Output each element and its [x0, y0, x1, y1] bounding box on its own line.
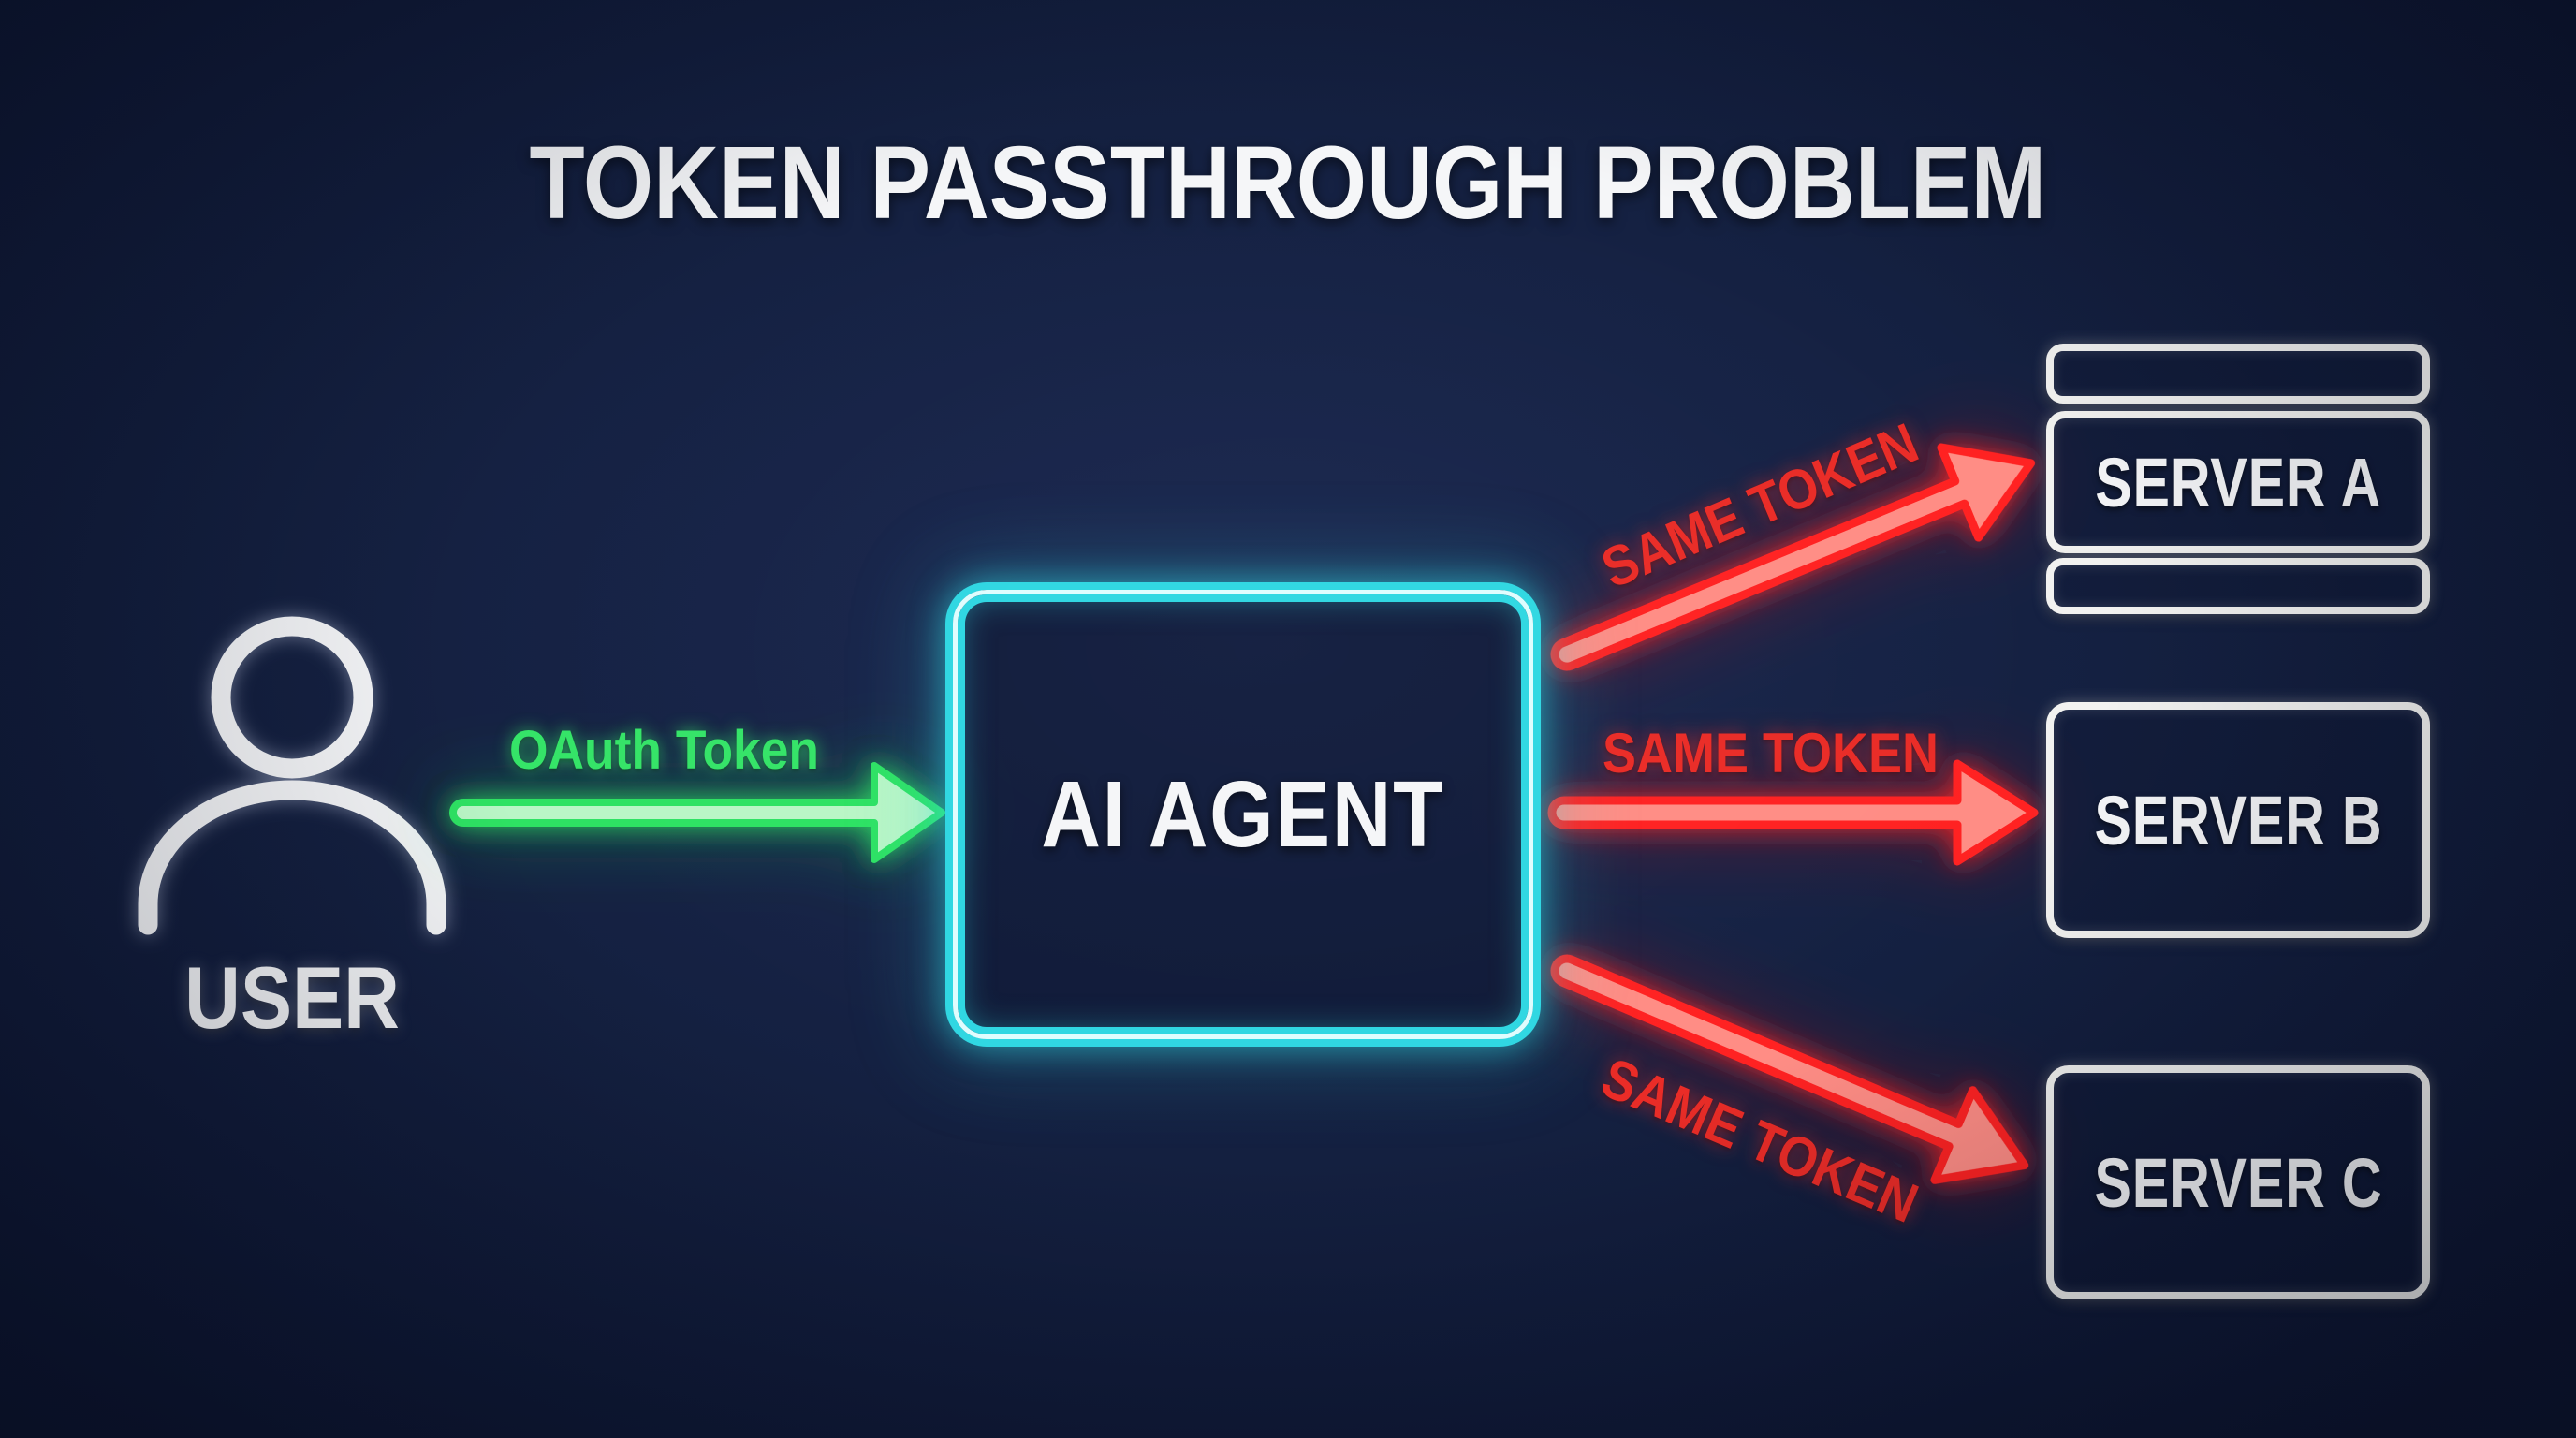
edge-label-same-token-b: SAME TOKEN [1603, 722, 1939, 785]
edge-label-oauth-token: OAuth Token [509, 720, 819, 781]
page-title: TOKEN PASSTHROUGH PROBLEM [0, 124, 2576, 242]
server-c-node: SERVER C [2046, 1065, 2430, 1299]
server-b-node: SERVER B [2046, 702, 2430, 938]
user-node-label: USER [184, 948, 400, 1047]
server-a-rack-bottom [2046, 558, 2430, 614]
user-icon [138, 616, 446, 935]
server-b-label: SERVER B [2093, 781, 2382, 859]
server-a-node: SERVER A [2046, 411, 2430, 553]
ai-agent-node: AI AGENT [953, 590, 1533, 1039]
same-token-arrow-b-icon [1547, 759, 2039, 866]
server-a-label: SERVER A [2095, 443, 2381, 521]
server-c-label: SERVER C [2093, 1143, 2382, 1222]
oauth-token-arrow-icon [449, 762, 945, 863]
page-title-text: TOKEN PASSTHROUGH PROBLEM [529, 125, 2047, 241]
ai-agent-label: AI AGENT [1041, 761, 1445, 867]
server-a-rack-top [2046, 344, 2430, 404]
same-token-arrow-c-icon [1550, 954, 2029, 1184]
same-token-arrow-a-icon [1550, 443, 2036, 671]
